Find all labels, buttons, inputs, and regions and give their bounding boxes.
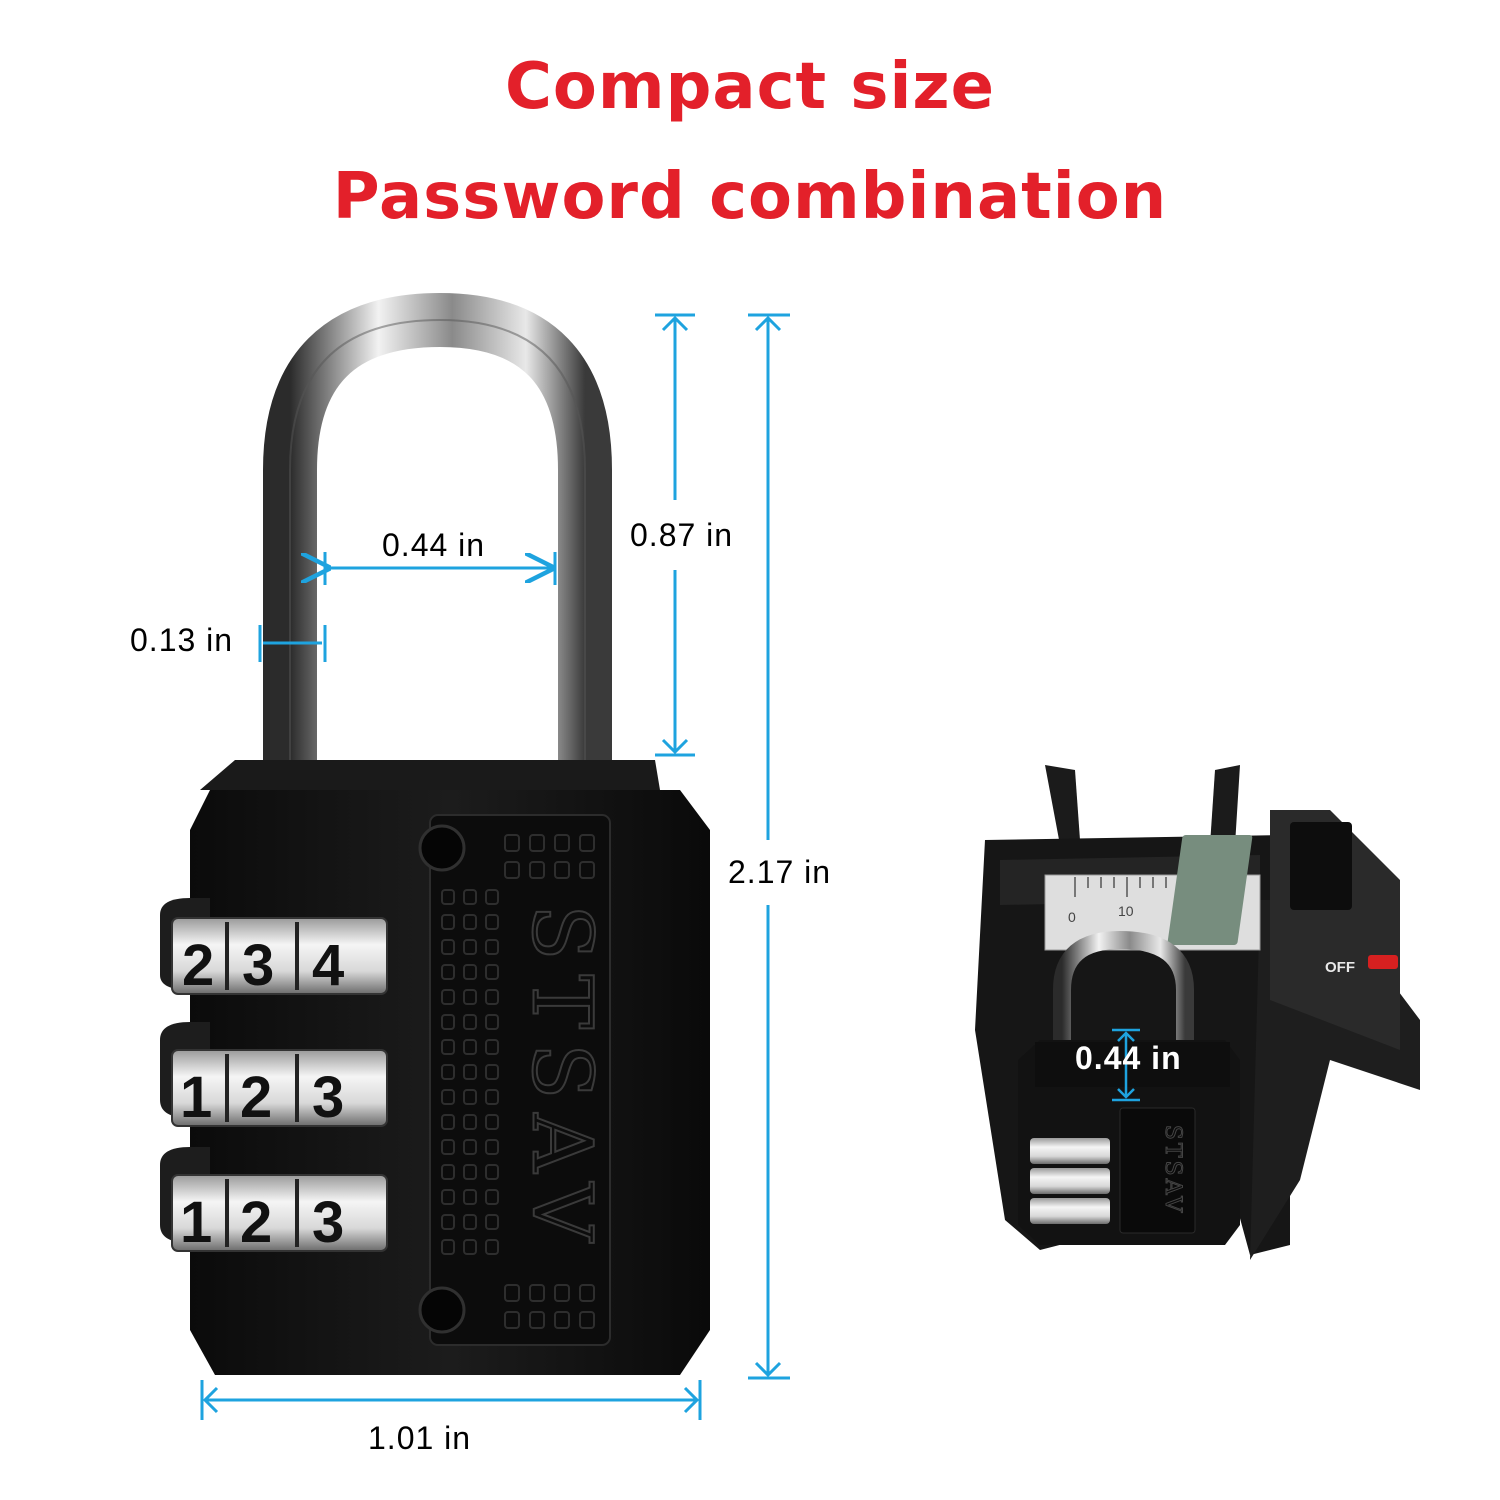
dial-1-digit-3: 4	[312, 933, 344, 998]
dimension-arrows	[200, 313, 790, 1420]
dim-shackle-inner-width: 0.44 in	[382, 525, 486, 565]
dial-row-3[interactable]: 1 2 3	[160, 1147, 388, 1255]
off-button-label: OFF	[1325, 959, 1355, 976]
dial-3-digit-3: 3	[312, 1190, 344, 1255]
grid-texture	[441, 834, 595, 1329]
dial-row-2[interactable]: 1 2 3	[160, 1022, 388, 1130]
dial-1-digit-1: 2	[182, 933, 214, 998]
dial-2-digit-2: 2	[240, 1065, 272, 1130]
scale-label-10: 10	[1118, 903, 1134, 919]
dial-1-digit-2: 3	[242, 933, 274, 998]
small-brand-text: STSAV	[1160, 1125, 1185, 1216]
off-button[interactable]	[1368, 955, 1398, 969]
dim-shackle-thickness: 0.13 in	[130, 620, 234, 660]
headline-password-combination: Password combination	[332, 160, 1168, 234]
dial-2-digit-3: 3	[312, 1065, 344, 1130]
dial-row-1[interactable]: 2 3 4	[160, 898, 388, 998]
headline-compact-size: Compact size	[504, 50, 996, 124]
dim-caliper-reading: 0.44 in	[1075, 1040, 1182, 1076]
dial-2-digit-1: 1	[180, 1065, 212, 1130]
dim-body-width: 1.01 in	[368, 1418, 472, 1458]
brand-text: STSAV	[514, 904, 609, 1255]
dial-3-digit-2: 2	[240, 1190, 272, 1255]
shackle	[263, 292, 612, 760]
scale-label-0: 0	[1068, 909, 1076, 925]
caliper-photo: 0 10 20 OFF STSAV	[975, 765, 1420, 1260]
dim-shackle-height: 0.87 in	[630, 515, 734, 555]
dim-total-height: 2.17 in	[728, 852, 832, 892]
dial-3-digit-1: 1	[180, 1190, 212, 1255]
